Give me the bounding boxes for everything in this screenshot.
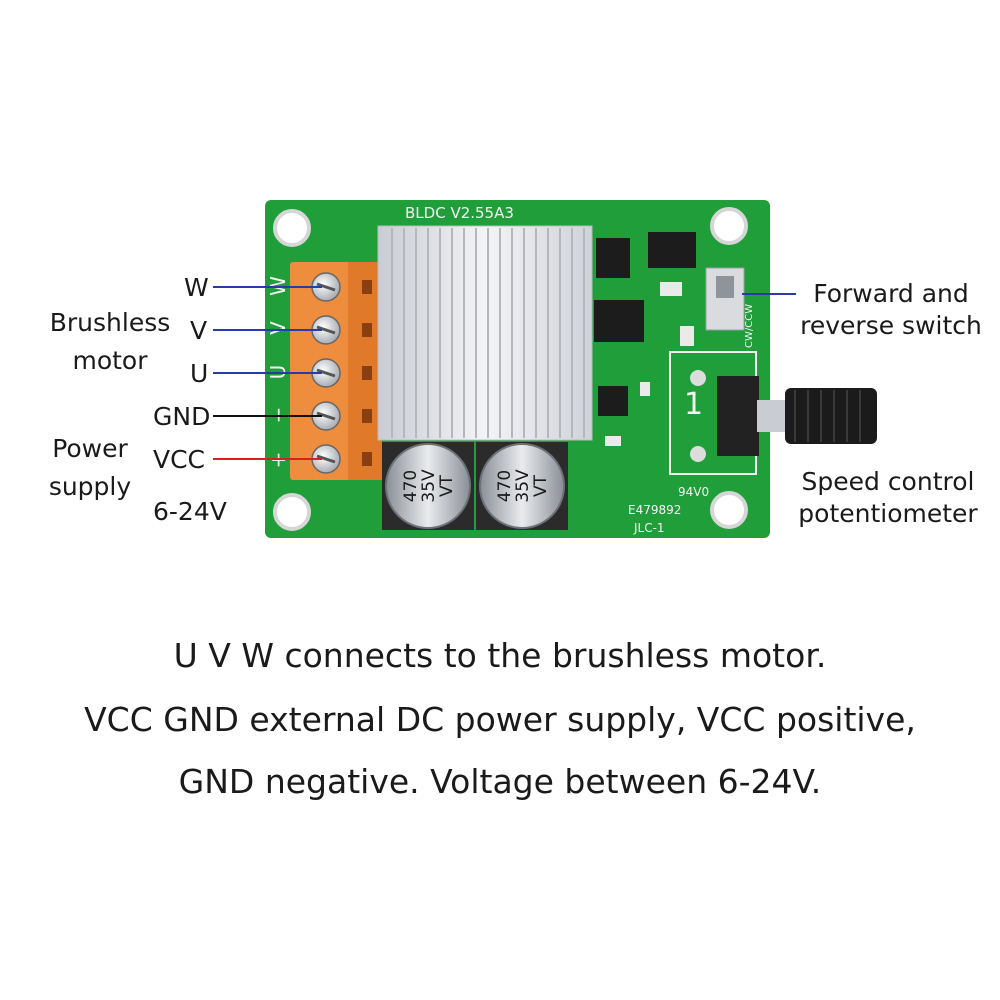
callout-lines — [213, 286, 796, 460]
heatsink — [377, 225, 593, 441]
cap-right-voltage: 35V — [513, 469, 533, 503]
label-pot-line2: potentiometer — [798, 499, 978, 528]
label-switch: Forward and reverse switch — [796, 278, 986, 342]
terminal-silkscreen: W V U − + — [266, 276, 290, 468]
switch-silk: CW/CCW — [744, 304, 755, 348]
label-potentiometer: Speed control potentiometer — [796, 466, 980, 530]
label-u: U — [190, 359, 209, 388]
direction-switch: CW/CCW — [705, 267, 755, 348]
label-v: V — [190, 316, 208, 345]
cap-left-voltage: 35V — [419, 469, 439, 503]
cap-left-value: 470 — [401, 470, 421, 502]
bldc-board-diagram: BLDC V2.55A3 W V U − + — [213, 200, 877, 538]
svg-text:94V0: 94V0 — [678, 485, 709, 499]
pot-silk: 1 — [684, 387, 703, 422]
cap-right-value: 470 — [495, 470, 515, 502]
capacitor-left: 470 35V VT — [382, 442, 474, 530]
board-title: BLDC V2.55A3 — [405, 204, 514, 222]
description-line-3: GND negative. Voltage between 6-24V. — [178, 762, 822, 801]
label-voltage: 6-24V — [153, 497, 227, 526]
label-brushless-line1: Brushless — [49, 308, 171, 337]
board-marks: 94V0 E479892 JLC-1 — [628, 485, 709, 535]
label-power-line2: supply — [48, 472, 132, 501]
speed-potentiometer — [690, 370, 877, 462]
label-switch-line1: Forward and — [813, 279, 969, 308]
label-power-supply: Power supply — [38, 430, 142, 506]
label-pot-line1: Speed control — [801, 467, 975, 496]
mounting-holes — [273, 207, 748, 531]
label-brushless-motor: Brushless motor — [48, 304, 172, 380]
svg-text:E479892: E479892 — [628, 503, 681, 517]
capacitor-right: 470 35V VT — [476, 442, 568, 530]
label-gnd: GND — [153, 402, 211, 431]
label-switch-line2: reverse switch — [800, 311, 982, 340]
terminal-block — [290, 262, 382, 480]
label-vcc: VCC — [153, 445, 206, 474]
chips — [594, 232, 696, 446]
label-power-line1: Power — [52, 434, 128, 463]
label-w: W — [184, 273, 209, 302]
description-line-2: VCC GND external DC power supply, VCC po… — [84, 700, 916, 739]
description-line-1: U V W connects to the brushless motor. — [173, 636, 827, 675]
silk-w: W — [266, 276, 290, 296]
cap-right-series: VT — [531, 474, 551, 497]
silk-v: V — [266, 321, 290, 335]
cap-left-series: VT — [437, 474, 457, 497]
label-brushless-line2: motor — [72, 346, 148, 375]
svg-text:JLC-1: JLC-1 — [633, 521, 665, 535]
